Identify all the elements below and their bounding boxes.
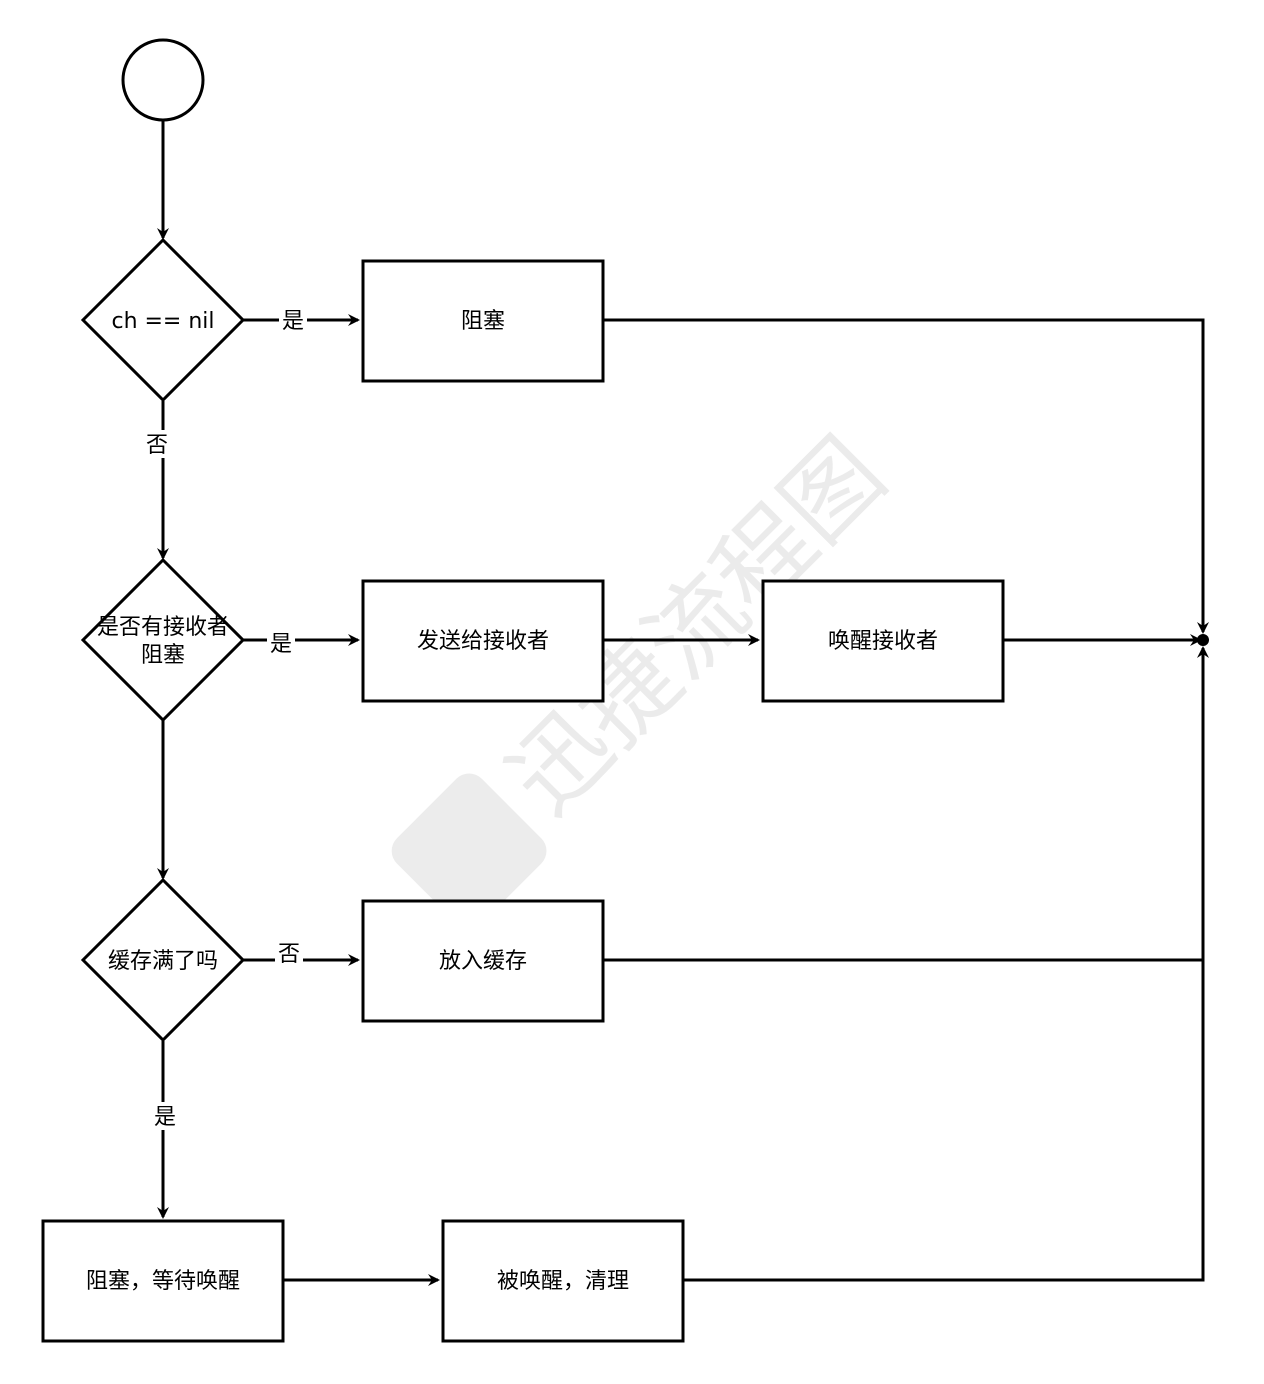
edge-block-to-end xyxy=(603,318,1209,634)
process-wake-receiver-label: 唤醒接收者 xyxy=(828,629,938,654)
decision-has-receiver-label-line1: 是否有接收者 xyxy=(97,615,229,640)
decision-buffer-full[interactable]: 缓存满了吗 xyxy=(80,877,246,1043)
decision-has-receiver[interactable]: 是否有接收者 阻塞 xyxy=(80,557,246,723)
process-block-wait-label: 阻塞，等待唤醒 xyxy=(86,1269,240,1294)
process-block[interactable]: 阻塞 xyxy=(361,259,605,383)
start-node[interactable] xyxy=(121,38,205,122)
edge-label-nil-no: 否 xyxy=(146,433,168,458)
decision-has-receiver-label-line2: 阻塞 xyxy=(141,643,185,668)
process-block-wait[interactable]: 阻塞，等待唤醒 xyxy=(41,1219,285,1343)
process-send-to-receiver-label: 发送给接收者 xyxy=(417,629,549,654)
decision-ch-nil[interactable]: ch == nil xyxy=(80,237,246,403)
decision-buffer-full-label: 缓存满了吗 xyxy=(108,949,218,974)
edge-cleanup-to-end xyxy=(683,646,1209,1282)
process-block-label: 阻塞 xyxy=(461,309,505,334)
process-wake-receiver[interactable]: 唤醒接收者 xyxy=(761,579,1005,703)
edge-label-receiver-yes: 是 xyxy=(270,632,292,657)
process-woken-cleanup-label: 被唤醒，清理 xyxy=(497,1269,629,1294)
end-junction-dot xyxy=(1197,634,1209,646)
watermark-logo-icon xyxy=(391,773,547,929)
process-send-to-receiver[interactable]: 发送给接收者 xyxy=(361,579,605,703)
edge-label-full-yes: 是 xyxy=(154,1105,176,1130)
edge-label-full-no: 否 xyxy=(278,942,300,967)
process-woken-cleanup[interactable]: 被唤醒，清理 xyxy=(441,1219,685,1343)
process-put-buffer[interactable]: 放入缓存 xyxy=(361,899,605,1023)
edge-label-nil-yes: 是 xyxy=(282,309,304,334)
decision-ch-nil-label: ch == nil xyxy=(111,309,214,334)
process-put-buffer-label: 放入缓存 xyxy=(439,949,527,974)
